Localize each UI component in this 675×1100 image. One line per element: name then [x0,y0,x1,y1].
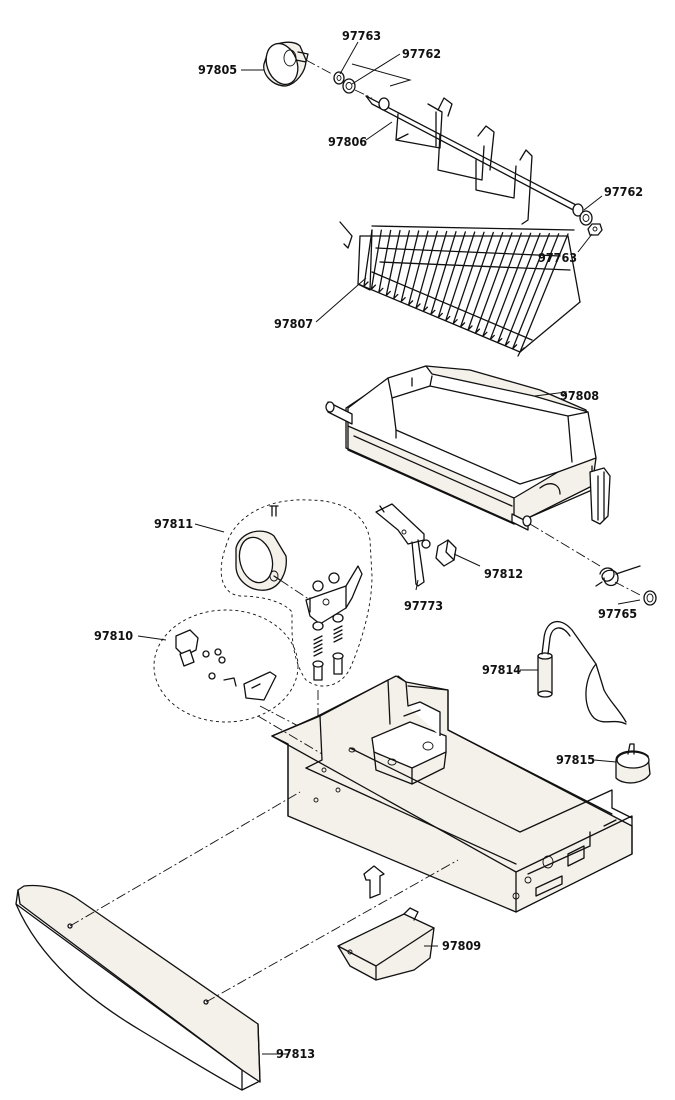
rack-wire [407,230,429,306]
label-97813: 97813 [276,1046,315,1061]
label-97814: 97814 [482,662,521,677]
rack-wire [378,229,392,293]
part-97813-front-panel [15,884,261,1091]
label-97812: 97812 [484,566,523,581]
rack-wire [437,231,466,319]
rack-wire [452,231,485,325]
rack-wire [445,231,476,322]
rack-wire [370,229,382,290]
rack-wire [474,232,513,334]
label-97763-right: 97763 [538,250,577,265]
part-97762-bushing-right [579,210,593,226]
part-97808-ice-bucket [325,365,611,531]
part-97807-wire-rack [339,221,581,357]
part-labels: 97763 97762 97805 97806 97762 97763 9780… [94,28,643,1061]
part-97809-drip-tray [337,907,435,981]
label-97808: 97808 [560,388,599,403]
rack-wire [467,232,504,331]
callout-bubble-97810 [153,609,299,723]
part-97815-knob [615,743,651,784]
part-97763-nut-right [587,223,603,236]
label-97809: 97809 [442,938,481,953]
callout-bubble-97811 [220,499,373,687]
part-97814-capacitor [537,620,627,725]
part-97812-switch [421,539,457,567]
leader-lines [137,41,641,1055]
part-97805-auger-motor [263,41,309,87]
label-97811: 97811 [154,516,193,531]
part-97765-spring-and-cap [595,565,657,606]
label-97762-top: 97762 [402,46,441,61]
rack-wire [415,230,438,309]
label-97762-right: 97762 [604,184,643,199]
part-97763-nut-top [333,71,345,85]
label-97807: 97807 [274,316,313,331]
arrow-up-icon [363,865,385,899]
part-97806-auger-shaft [365,95,584,225]
rack-wire [459,231,494,328]
label-97763-top: 97763 [342,28,381,43]
rack-wire [363,229,373,287]
rack-wire [511,233,560,350]
rack-wire [482,232,522,337]
part-housing-base [271,675,633,913]
part-97762-bushing-top [342,78,356,94]
rack-wire [385,229,401,297]
rack-wire [422,230,448,312]
rack-wire [519,233,569,353]
rack-wire [430,231,457,315]
label-97806: 97806 [328,134,367,149]
part-97810-small-parts [175,629,277,701]
label-97773: 97773 [404,598,443,613]
part-97811-motor-solenoid [235,505,363,681]
label-97765: 97765 [598,606,637,621]
rack-wire [504,232,550,347]
rack-wire [393,230,410,300]
rack-wire [497,232,541,344]
rack-wire [400,230,420,303]
label-97815: 97815 [556,752,595,767]
rack-wire [489,232,532,341]
label-97810: 97810 [94,628,133,643]
label-97805: 97805 [198,62,237,77]
part-97773-bracket [375,503,425,587]
